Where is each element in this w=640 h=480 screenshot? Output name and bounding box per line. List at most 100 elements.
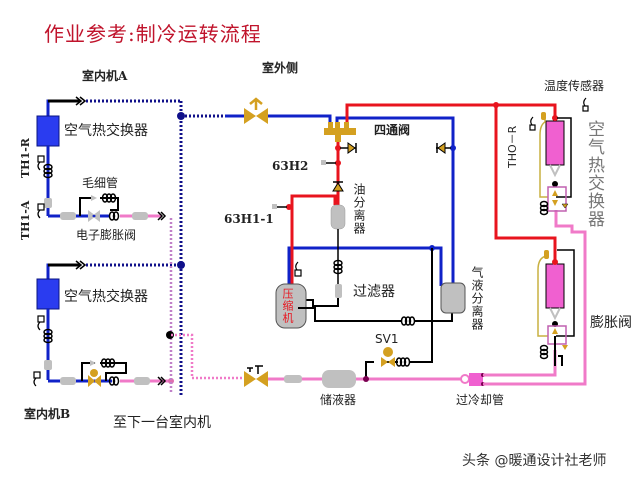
coil-icon (400, 316, 416, 326)
subcooling-pipe-icon (460, 373, 485, 386)
label-indoor-unit-a: 室内机A (82, 69, 128, 83)
temperature-sensor-icon (582, 97, 589, 112)
liquid-trunk-node (166, 331, 174, 339)
pipe-hx-bypass (556, 117, 572, 198)
filter-icon (60, 377, 76, 385)
gas-trunk-node (177, 261, 185, 269)
check-valve-icon (340, 142, 357, 154)
arrow-icon (90, 360, 96, 366)
four-way-valve-icon (324, 122, 356, 142)
pipe-indoor-b-gas (46, 263, 80, 280)
outdoor-heat-exchanger-lower-icon (545, 263, 565, 309)
valve-housing-icon (547, 325, 567, 345)
coil-icon (539, 344, 549, 360)
pipe-to-lower-hx (494, 105, 557, 262)
label-outdoor-heat-exchanger: 空气热交换器 (584, 120, 604, 228)
indoor-heat-exchanger-a (36, 115, 60, 147)
distributor-icon (549, 164, 561, 178)
label-temperature-sensor: 温度传感器 (544, 79, 605, 93)
filter-icon (284, 375, 302, 383)
label-capillary: 毛细管 (82, 176, 119, 190)
sensor-tho-r-icon (529, 116, 536, 131)
label-outdoor-side: 室外侧 (262, 61, 299, 75)
sensor-compressor-icon (294, 261, 302, 277)
flare-joint-icon (157, 211, 167, 221)
service-valve-gas-icon (244, 97, 268, 124)
pipe-compressor-to-accumulator (298, 307, 453, 322)
label-electronic-expansion-valve: 电子膨胀阀 (76, 228, 137, 242)
label-heat-exchanger-b: 空气热交换器 (64, 289, 148, 305)
label-th1-r: TH1-R (19, 138, 32, 178)
capillary-coil-icon (100, 358, 116, 368)
pipe-four-way-to-outdoor-hx (345, 103, 557, 128)
service-valve-liquid-icon (244, 365, 268, 387)
sensor-b2-icon (33, 371, 41, 387)
label-compressor: 压缩机 (281, 288, 294, 324)
label-oil-separator: 油分离器 (352, 183, 366, 235)
check-valve-node (335, 145, 341, 151)
label-63h2: 63H2 (272, 159, 309, 173)
label-indoor-unit-b: 室内机B (24, 407, 71, 421)
label-sv1: SV1 (375, 332, 399, 346)
high-pressure-lines (286, 102, 557, 286)
arrow-icon (91, 195, 97, 201)
oil-separator-icon (330, 204, 346, 230)
coil-icon (333, 259, 343, 275)
trunk-lines (166, 101, 244, 395)
label-63h1-1: 63H1-1 (224, 212, 274, 226)
check-valve-icon (332, 181, 344, 192)
label-expansion-valve: 膨胀阀 (590, 315, 632, 331)
expansion-valve-upper-icon (552, 190, 558, 206)
outdoor-heat-exchanger-upper-icon (545, 120, 565, 166)
watermark: 头条 @暖通设计社老师 (462, 453, 607, 469)
check-valve-icon (562, 345, 568, 350)
pipe-gas-to-four-way (268, 114, 332, 128)
coil-icon (108, 376, 120, 386)
label-tho-r: THO－R (506, 125, 519, 168)
check-valve-icon (436, 142, 451, 154)
label-receiver: 储液器 (320, 393, 357, 407)
coil-icon (43, 163, 53, 179)
outdoor-heat-exchanger-upper (529, 97, 589, 216)
solenoid-valve-sv1-icon (381, 347, 395, 367)
pressure-switch-63h1-icon (272, 204, 287, 209)
page-title: 作业参考:制冷运转流程 (44, 22, 262, 46)
expansion-valve-lower-icon (552, 328, 558, 334)
capillary-coil-icon (101, 193, 117, 203)
label-subcooling-pipe: 过冷却管 (456, 393, 505, 407)
outdoor-heat-exchanger-lower (537, 249, 575, 366)
filter-strainer-icon (335, 284, 342, 298)
coil-icon (539, 200, 549, 216)
filter-icon (60, 212, 76, 220)
coil-icon (395, 357, 411, 367)
junction-node (552, 259, 558, 265)
pipe-valve-body (554, 336, 563, 366)
flare-joint-icon (75, 96, 87, 106)
junction-node (552, 115, 558, 121)
strainer-icon (44, 198, 52, 208)
sensor-th1-a-icon (37, 203, 45, 219)
label-four-way-valve: 四通阀 (374, 123, 411, 137)
sensor-bulb-icon (541, 112, 546, 120)
label-heat-exchanger-a: 空气热交换器 (64, 123, 148, 139)
sensor-th1-r-icon (37, 155, 45, 171)
sensor-63h1-node (286, 204, 292, 210)
sensor-bulb-icon (544, 250, 549, 259)
check-valve-node (450, 145, 456, 151)
label-gas-liquid-separator: 气液分离器 (470, 266, 484, 331)
flare-joint-icon (75, 260, 87, 270)
filter-icon (132, 212, 148, 220)
indoor-heat-exchanger-b (36, 278, 60, 310)
check-valve-icon (561, 203, 569, 209)
pipe-hx-bypass (556, 249, 575, 337)
coil-icon (43, 328, 53, 344)
pipe-accumulator-to-compressor (287, 246, 443, 286)
filter-icon (134, 377, 150, 385)
junction-node (493, 102, 499, 108)
indoor-unit-a (36, 96, 180, 222)
electronic-expansion-valve-icon (88, 369, 101, 387)
electronic-expansion-valve-icon (88, 210, 100, 222)
sensor-b1-icon (37, 315, 45, 331)
sensor-wire (539, 116, 548, 198)
